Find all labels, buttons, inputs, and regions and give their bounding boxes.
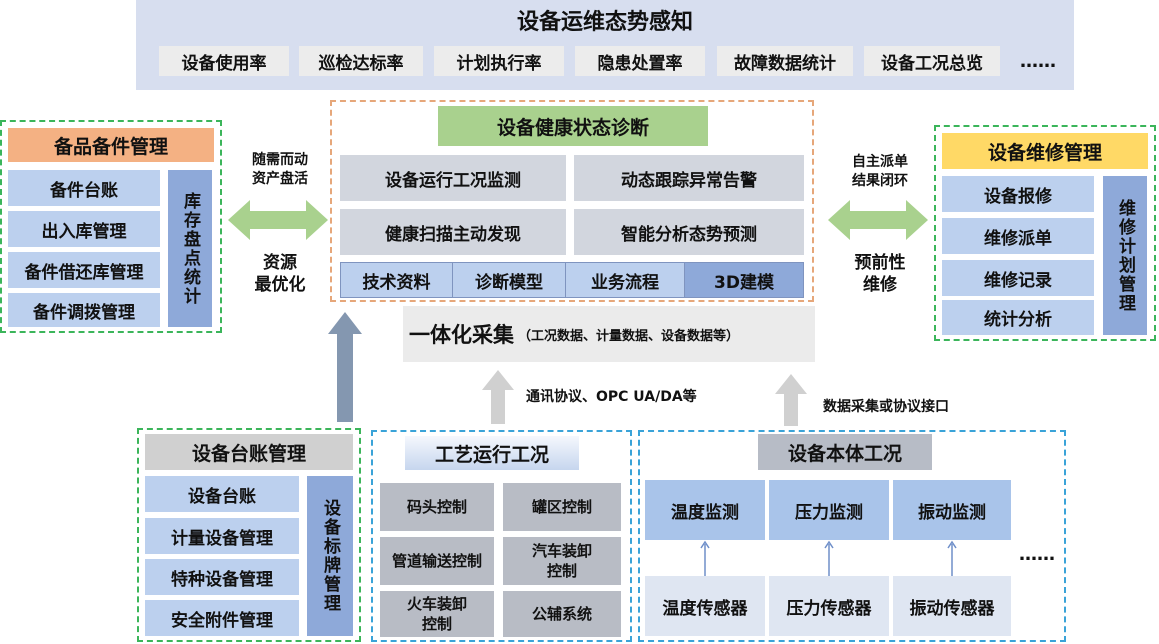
tab-diagnosis-model: 诊断模型 xyxy=(453,263,566,297)
maintenance-statistics: 统计分析 xyxy=(942,300,1094,335)
process-up-arrow xyxy=(482,370,514,424)
ledger-title: 设备台账管理 xyxy=(145,434,353,470)
tab-3d-modeling: 3D建模 xyxy=(685,263,803,297)
integration-title: 一体化采集 xyxy=(409,323,514,347)
process-tank-farm: 罐区控制 xyxy=(503,483,621,531)
maintenance-title: 设备维修管理 xyxy=(942,133,1148,169)
metric-more: …… xyxy=(1020,50,1056,72)
process-pipeline: 管道输送控制 xyxy=(380,537,494,585)
spare-parts-inout: 出入库管理 xyxy=(8,211,160,247)
spare-parts-group xyxy=(0,120,222,333)
vibration-link-arrow xyxy=(947,540,957,576)
equipment-group xyxy=(638,430,1066,642)
protocol-label: 通讯协议、OPC UA/DA等 xyxy=(526,389,697,405)
ledger-metering: 计量设备管理 xyxy=(145,518,299,554)
process-group xyxy=(371,430,632,642)
left-link-bottom-line1: 资源 xyxy=(263,253,297,273)
temperature-monitor: 温度监测 xyxy=(645,480,765,540)
ledger-special: 特种设备管理 xyxy=(145,559,299,595)
left-link-bottom-caption: 资源 最优化 xyxy=(236,250,324,298)
maintenance-records: 维修记录 xyxy=(942,260,1094,296)
integration-subtitle: （工况数据、计量数据、设备数据等） xyxy=(518,328,740,344)
process-wharf: 码头控制 xyxy=(380,483,494,531)
health-anomaly-alert: 动态跟踪异常告警 xyxy=(574,155,804,201)
health-diagnosis-title: 设备健康状态诊断 xyxy=(438,106,708,146)
ledger-up-arrow xyxy=(328,312,362,422)
equipment-nameplate: 设备标牌管理 xyxy=(307,476,353,636)
temperature-sensor: 温度传感器 xyxy=(645,576,765,636)
left-link-top-line1: 随需而动 xyxy=(252,152,308,168)
right-double-arrow xyxy=(828,200,928,240)
situation-awareness-title: 设备运维态势感知 xyxy=(516,10,693,35)
right-link-bottom-caption: 预前性 维修 xyxy=(834,250,926,298)
right-link-bottom-line2: 维修 xyxy=(863,275,897,295)
maintenance-report: 设备报修 xyxy=(942,176,1094,212)
data-interface-label: 数据采集或协议接口 xyxy=(823,399,949,415)
equipment-up-arrow xyxy=(775,374,807,426)
left-link-bottom-line2: 最优化 xyxy=(254,275,306,295)
metric-condition-overview: 设备工况总览 xyxy=(864,46,1000,76)
health-active-scan: 健康扫描主动发现 xyxy=(340,209,566,255)
right-link-top-line2: 结果闭环 xyxy=(852,173,908,189)
vibration-monitor: 振动监测 xyxy=(893,480,1011,540)
left-double-arrow xyxy=(228,200,328,240)
metric-plan-execution-rate: 计划执行率 xyxy=(434,46,564,76)
spare-parts-title: 备品备件管理 xyxy=(8,128,214,162)
spare-parts-transfer: 备件调拨管理 xyxy=(8,293,160,327)
pressure-sensor: 压力传感器 xyxy=(769,576,889,636)
maintenance-dispatch: 维修派单 xyxy=(942,218,1094,254)
ledger-equipment: 设备台账 xyxy=(145,476,299,512)
process-train-loading: 火车装卸控制 xyxy=(380,591,494,637)
right-link-top-line1: 自主派单 xyxy=(852,154,908,170)
process-utilities: 公辅系统 xyxy=(503,591,621,637)
process-title: 工艺运行工况 xyxy=(405,436,579,470)
spare-parts-ledger: 备件台账 xyxy=(8,170,160,206)
left-link-top-caption: 随需而动 资产盘活 xyxy=(236,150,324,190)
inventory-count-stats: 库存盘点统计 xyxy=(168,170,212,327)
left-link-top-line2: 资产盘活 xyxy=(252,171,308,187)
health-diagnosis-group xyxy=(330,100,814,302)
process-truck-loading: 汽车装卸控制 xyxy=(503,537,621,585)
right-link-bottom-line1: 预前性 xyxy=(854,253,906,273)
ledger-group xyxy=(137,428,361,642)
metric-fault-statistics: 故障数据统计 xyxy=(717,46,853,76)
equipment-more: …… xyxy=(1019,543,1055,565)
maintenance-plan: 维修计划管理 xyxy=(1103,176,1147,335)
metric-inspection-rate: 巡检达标率 xyxy=(299,46,423,76)
ledger-safety: 安全附件管理 xyxy=(145,600,299,636)
metric-usage-rate: 设备使用率 xyxy=(159,46,289,76)
temperature-link-arrow xyxy=(700,540,710,576)
spare-parts-borrow: 备件借还库管理 xyxy=(8,252,160,288)
equipment-title: 设备本体工况 xyxy=(758,434,932,470)
tab-technical-docs: 技术资料 xyxy=(341,263,453,297)
metric-hazard-rate: 隐患处置率 xyxy=(575,46,705,76)
right-link-top-caption: 自主派单 结果闭环 xyxy=(834,152,926,192)
pressure-link-arrow xyxy=(824,540,834,576)
maintenance-group xyxy=(934,125,1156,341)
vibration-sensor: 振动传感器 xyxy=(893,576,1011,636)
tab-business-process: 业务流程 xyxy=(566,263,685,297)
integration-bar: 一体化采集 （工况数据、计量数据、设备数据等） xyxy=(403,306,815,362)
health-trend-prediction: 智能分析态势预测 xyxy=(574,209,804,255)
health-condition-monitoring: 设备运行工况监测 xyxy=(340,155,566,201)
pressure-monitor: 压力监测 xyxy=(769,480,889,540)
